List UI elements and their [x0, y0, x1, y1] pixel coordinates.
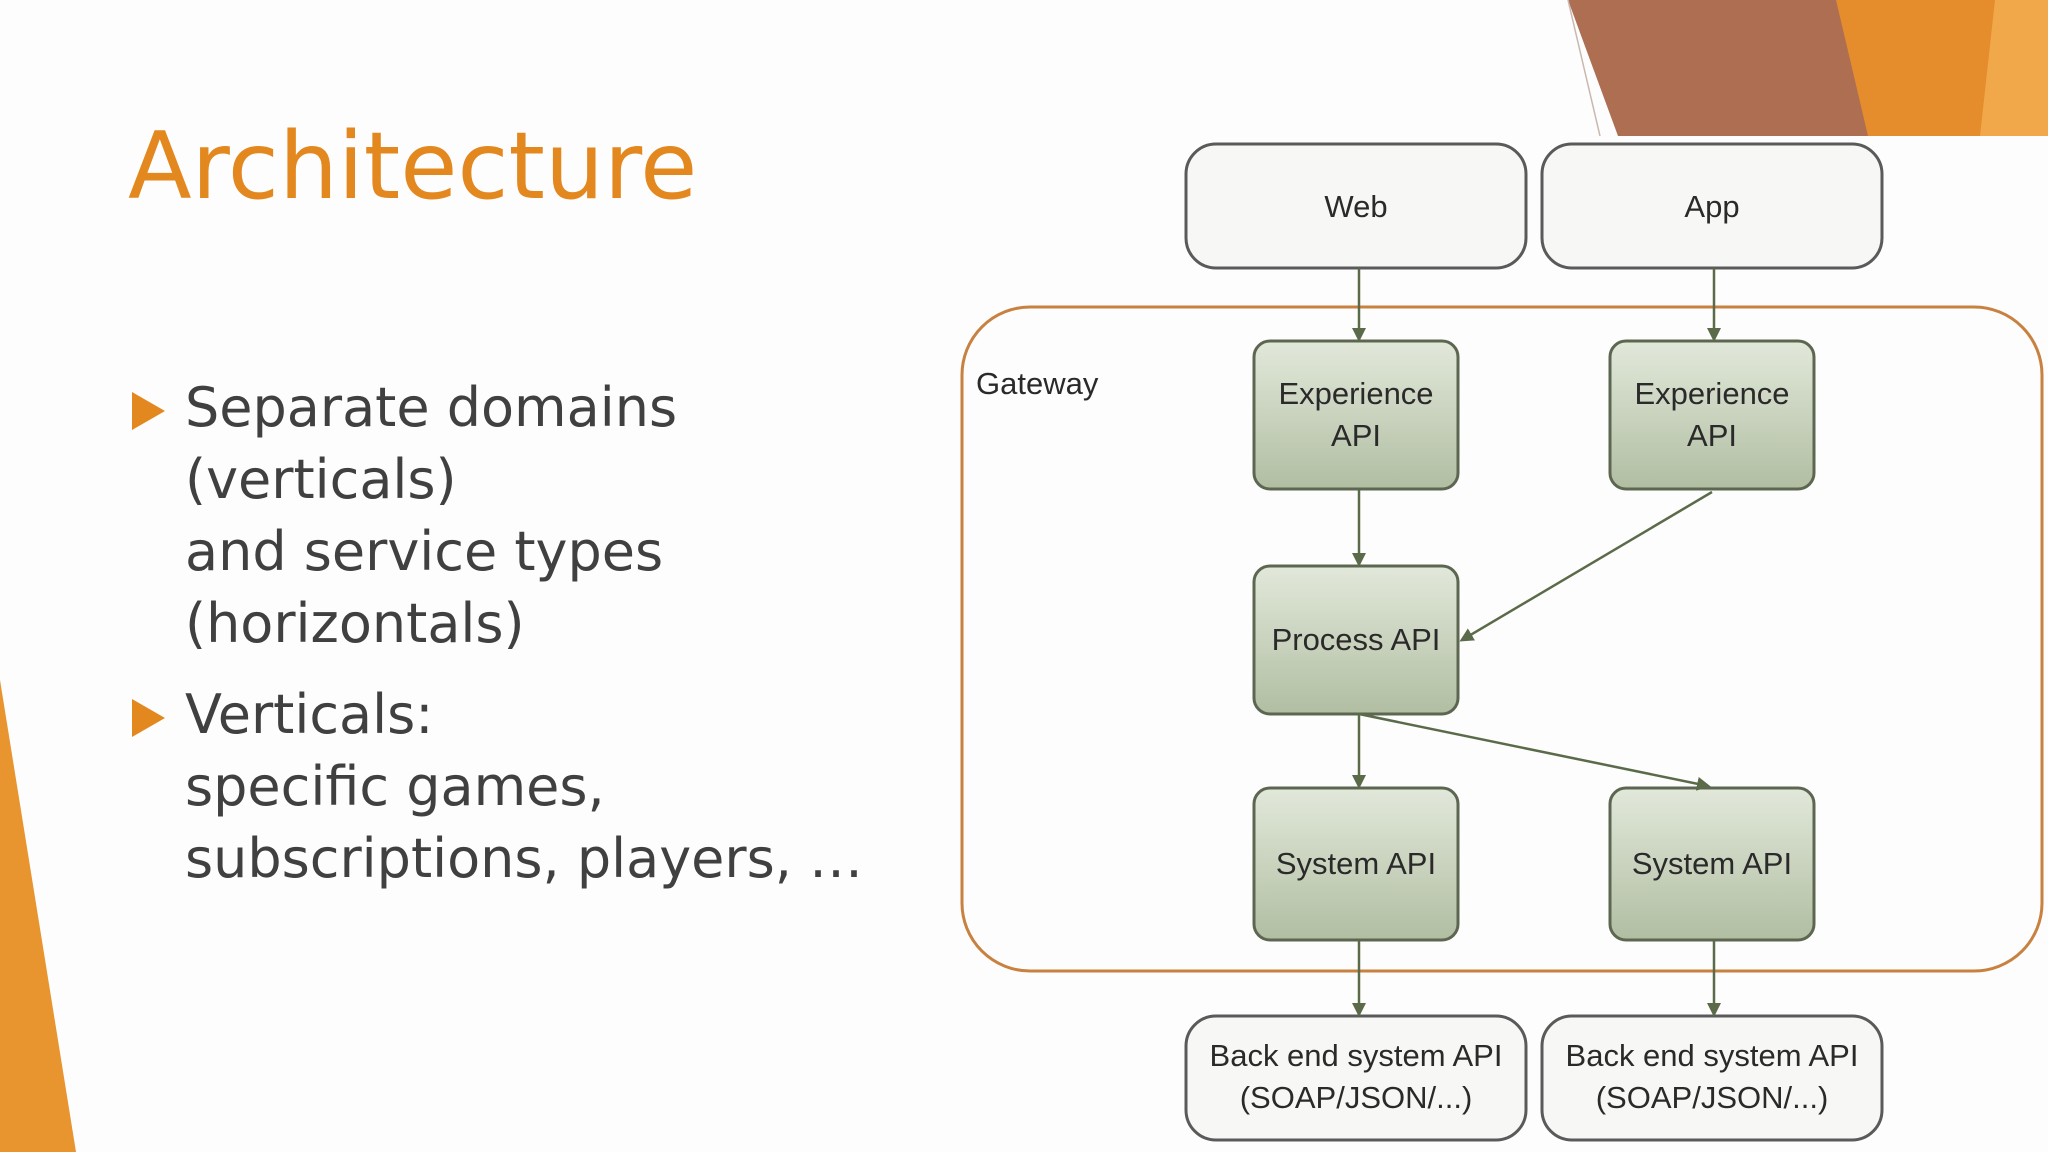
web-node [1184, 142, 1528, 270]
bullet-2-text: Verticals: specific games, subscriptions… [185, 679, 863, 895]
backend-left-label-2: (SOAP/JSON/...) [1240, 1080, 1473, 1115]
experience-api-right-node [1608, 339, 1816, 491]
app-label: App [1684, 189, 1739, 224]
bullet-1-text: Separate domains (verticals) and service… [185, 372, 677, 660]
bullet-arrow-icon [132, 699, 165, 737]
deco-left-orange-shape [0, 680, 76, 1152]
process-api-label: Process API [1272, 622, 1441, 657]
backend-right-label-1: Back end system API [1566, 1038, 1859, 1073]
experience-api-right-label-1: Experience [1634, 376, 1789, 411]
web-label: Web [1324, 189, 1387, 224]
backend-left-node [1184, 1014, 1528, 1142]
system-api-right-label: System API [1632, 846, 1792, 881]
experience-api-left-label-2: API [1331, 418, 1381, 453]
bullet-line: subscriptions, players, … [185, 827, 864, 890]
bullet-line: (verticals) [185, 448, 457, 511]
backend-right-label-2: (SOAP/JSON/...) [1596, 1080, 1829, 1115]
deco-light-orange-shape [1980, 0, 2048, 136]
bullet-line: and service types [185, 520, 664, 583]
deco-line [1567, 0, 1601, 137]
bullet-line: Separate domains [185, 376, 678, 439]
bullet-1: Separate domains (verticals) and service… [132, 372, 677, 660]
bullet-line: specific games, [185, 755, 605, 818]
bullet-line: (horizontals) [185, 592, 525, 655]
arrow-experience-right-to-process [1459, 490, 1713, 642]
bullet-2: Verticals: specific games, subscriptions… [132, 679, 863, 895]
gateway-container [960, 305, 2044, 973]
bullet-arrow-icon [132, 392, 165, 430]
app-node [1540, 142, 1884, 270]
system-api-left-label: System API [1276, 846, 1436, 881]
experience-api-right-label-2: API [1687, 418, 1737, 453]
gateway-label: Gateway [976, 366, 1099, 401]
experience-api-left-label-1: Experience [1278, 376, 1433, 411]
experience-api-left-node [1252, 339, 1460, 491]
bullet-line: Verticals: [185, 683, 434, 746]
backend-left-label-1: Back end system API [1210, 1038, 1503, 1073]
system-api-right-node [1608, 786, 1816, 942]
slide-title: Architecture [128, 112, 698, 220]
arrow-process-to-system-right [1358, 712, 1711, 791]
backend-right-node [1540, 1014, 1884, 1142]
